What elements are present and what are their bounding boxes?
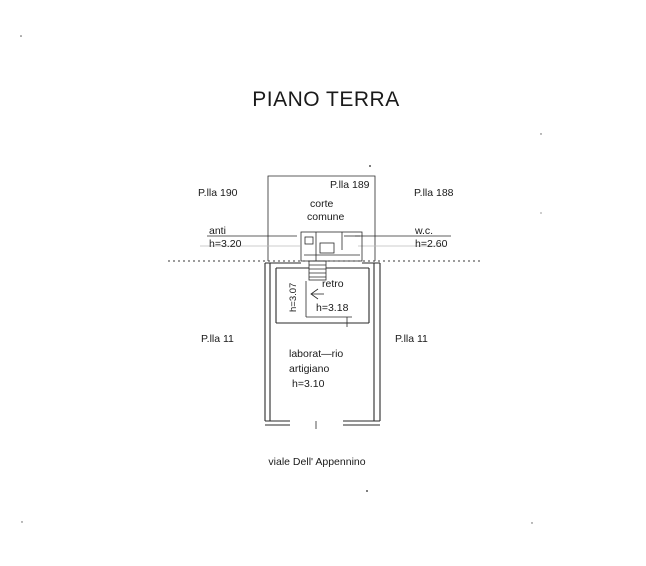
anti-room-label: anti xyxy=(209,225,226,237)
parcel-188-label: P.lla 188 xyxy=(414,187,454,199)
retro-room-height: h=3.18 xyxy=(316,302,349,314)
street-label: viale Dell' Appennino xyxy=(268,456,365,468)
scan-specks xyxy=(20,35,542,524)
courtyard-outline xyxy=(267,175,376,261)
retro-room-walls xyxy=(275,267,370,327)
parcel-11-east-label: P.lla 11 xyxy=(395,333,428,345)
courtyard-label-line2: comune xyxy=(307,211,345,223)
parcel-190-label: P.lla 190 xyxy=(198,187,238,199)
anti-room-height: h=3.20 xyxy=(209,238,242,250)
lab-room-height: h=3.10 xyxy=(292,378,325,390)
courtyard-label-line1: corte xyxy=(310,198,334,210)
retro-room-label: retro xyxy=(322,278,344,290)
parcel-11-west-label: P.lla 11 xyxy=(201,333,234,345)
wc-room-height: h=2.60 xyxy=(415,238,448,250)
building-walls xyxy=(264,262,381,429)
anti-wc-block xyxy=(300,231,363,262)
parcel-189-label: P.lla 189 xyxy=(330,179,370,191)
lab-room-label-line1: laborat—rio xyxy=(289,348,343,360)
lab-room-label-line2: artigiano xyxy=(289,363,329,375)
stair-steps xyxy=(308,260,327,281)
plan-title: PIANO TERRA xyxy=(252,88,399,111)
wc-room-label: w.c. xyxy=(414,225,433,237)
room-guide-lines xyxy=(200,235,451,247)
retro-side-height: h=3.07 xyxy=(288,283,299,312)
